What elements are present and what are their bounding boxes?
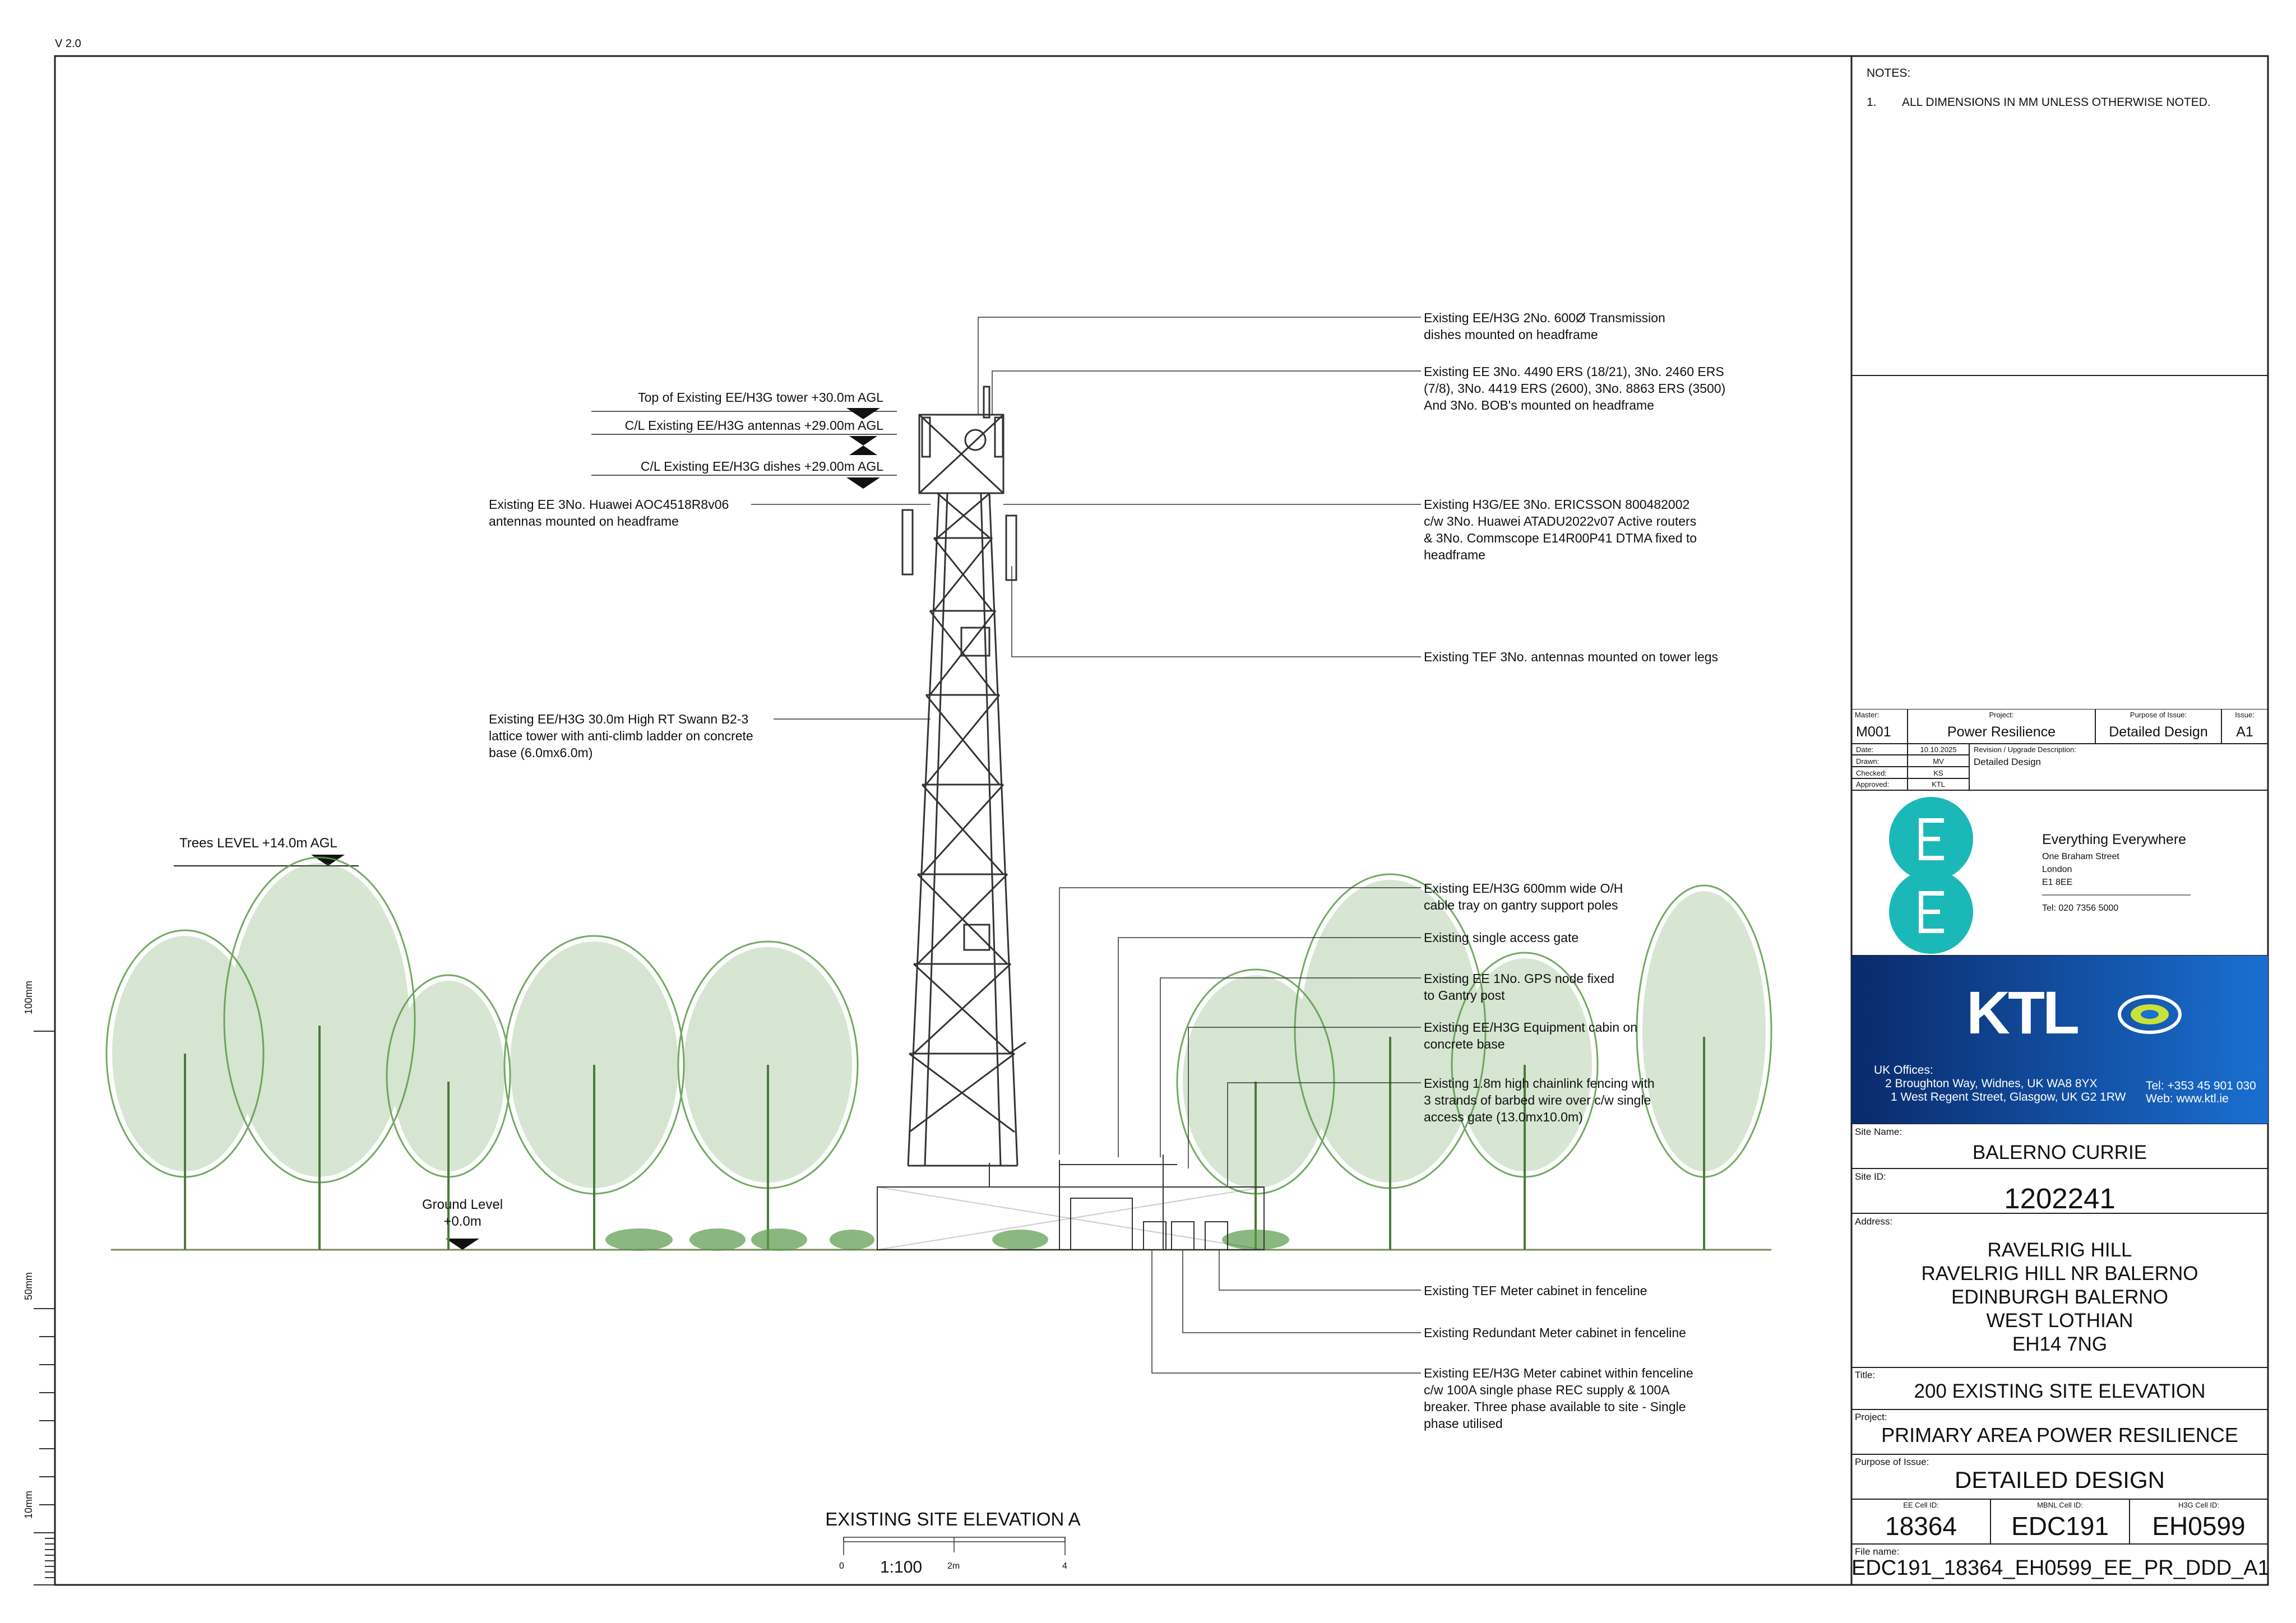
date-value: 10.10.2025 [1920, 745, 1957, 754]
site-name: BALERNO CURRIE [1972, 1142, 2147, 1163]
ee-address-3: E1 8EE [2042, 878, 2073, 887]
callout-tef-antennas: Existing TEF 3No. antennas mounted on to… [1424, 650, 1719, 664]
ee-logo [1889, 797, 1973, 954]
mbnl-cell-value: EDC191 [2011, 1511, 2109, 1541]
ruler-10mm: 10mm [23, 1490, 34, 1519]
issue-value: A1 [2236, 724, 2253, 740]
site-id-label: Site ID: [1855, 1171, 1886, 1182]
address: RAVELRIG HILL RAVELRIG HILL NR BALERNO E… [1921, 1239, 2198, 1355]
ruler-50mm: 50mm [23, 1272, 34, 1300]
checked-label: Checked: [1856, 769, 1887, 777]
ktl-swirl-icon [2118, 995, 2182, 1034]
approved-value: KTL [1932, 780, 1945, 789]
callout-cable-tray: Existing EE/H3G 600mm wide O/H cable tra… [1424, 881, 1623, 912]
master-value: M001 [1856, 724, 1891, 740]
address-label: Address: [1855, 1216, 1893, 1227]
title-label: Title: [1855, 1370, 1876, 1380]
ee-cell-label: EE Cell ID: [1903, 1501, 1939, 1509]
callout-equipment-cabin: Existing EE/H3G Equipment cabin on concr… [1424, 1020, 1637, 1051]
callout-access-gate: Existing single access gate [1424, 930, 1579, 945]
note-number: 1. [1867, 96, 1877, 109]
callout-tef-meter: Existing TEF Meter cabinet in fenceline [1424, 1283, 1647, 1298]
revision-label: Revision / Upgrade Description: [1974, 745, 2076, 754]
callout-redundant-meter: Existing Redundant Meter cabinet in fenc… [1424, 1325, 1686, 1340]
ktl-office-1: 2 Broughton Way, Widnes, UK WA8 8YX [1885, 1077, 2098, 1090]
purpose2-value: DETAILED DESIGN [1955, 1467, 2165, 1493]
ktl-banner [1851, 956, 2268, 1124]
level-tower-top: Top of Existing EE/H3G tower +30.0m AGL [638, 390, 883, 405]
callout-ers-equipment: Existing EE 3No. 4490 ERS (18/21), 3No. … [1424, 364, 1726, 412]
scalebar-0: 0 [839, 1561, 844, 1571]
ground-level-label: Ground Level [422, 1197, 503, 1212]
lattice-tower [901, 386, 1026, 1167]
ee-tel: Tel: 020 7356 5000 [2042, 903, 2119, 913]
purpose-label: Purpose of Issue: [2130, 711, 2187, 719]
notes-title: NOTES: [1867, 67, 1911, 80]
site-id: 1202241 [2004, 1183, 2116, 1214]
ee-address-1: One Braham Street [2042, 852, 2119, 861]
project2-value: PRIMARY AREA POWER RESILIENCE [1881, 1423, 2238, 1446]
scale-ratio: 1:100 [880, 1558, 923, 1576]
elevation-title: EXISTING SITE ELEVATION A [825, 1509, 1081, 1529]
h3g-cell-value: EH0599 [2152, 1511, 2246, 1541]
callout-transmission-dishes: Existing EE/H3G 2No. 600Ø Transmission d… [1424, 310, 1665, 342]
scale-bar [843, 1537, 1066, 1555]
mbnl-cell-label: MBNL Cell ID: [2037, 1501, 2083, 1509]
ktl-offices-label: UK Offices: [1874, 1064, 1933, 1077]
ee-cell-value: 18364 [1885, 1511, 1957, 1541]
date-label: Date: [1856, 745, 1874, 754]
trees-level-label: Trees LEVEL +14.0m AGL [179, 836, 337, 851]
project-value: Power Resilience [1947, 724, 2056, 740]
project-label: Project: [1989, 711, 2014, 719]
note-text: ALL DIMENSIONS IN MM UNLESS OTHERWISE NO… [1902, 96, 2211, 109]
version-label: V 2.0 [55, 38, 81, 50]
issue-label: Issue: [2235, 711, 2255, 719]
file-label: File name: [1855, 1546, 1900, 1557]
callout-huawei-antennas: Existing EE 3No. Huawei AOC4518R8v06 ant… [489, 497, 729, 528]
callout-gps-node: Existing EE 1No. GPS node fixed to Gantr… [1424, 971, 1615, 1003]
callout-chainlink-fencing: Existing 1.8m high chainlink fencing wit… [1424, 1076, 1655, 1124]
left-ruler [34, 1031, 55, 1585]
purpose2-label: Purpose of Issue: [1855, 1457, 1929, 1467]
callout-lattice-tower: Existing EE/H3G 30.0m High RT Swann B2-3… [489, 712, 753, 760]
scalebar-4: 4 [1062, 1561, 1067, 1571]
ktl-web: Web: www.ktl.ie [2146, 1092, 2229, 1105]
callout-ericsson: Existing H3G/EE 3No. ERICSSON 800482002 … [1424, 497, 1697, 562]
scalebar-2m: 2m [947, 1561, 960, 1571]
checked-value: KS [1933, 769, 1943, 777]
ruler-100mm: 100mm [23, 980, 34, 1014]
ktl-logo-text: KTL [1966, 979, 2080, 1046]
level-antennas: C/L Existing EE/H3G antennas +29.00m AGL [624, 418, 883, 433]
ground-level-marker [446, 1239, 479, 1250]
approved-label: Approved: [1856, 780, 1890, 789]
drawn-label: Drawn: [1856, 757, 1880, 766]
project2-label: Project: [1855, 1412, 1887, 1422]
ee-company: Everything Everywhere [2042, 832, 2187, 847]
compound [877, 1154, 1265, 1250]
revision-value: Detailed Design [1974, 757, 2042, 767]
sheet-border [54, 55, 2269, 1586]
drawn-value: MV [1933, 757, 1944, 766]
callout-meter-cabinet: Existing EE/H3G Meter cabinet within fen… [1424, 1366, 1693, 1431]
ground-level-value: +0.0m [443, 1214, 482, 1229]
master-label: Master: [1855, 711, 1880, 719]
level-dishes: C/L Existing EE/H3G dishes +29.00m AGL [640, 459, 883, 474]
drawing-title: 200 EXISTING SITE ELEVATION [1914, 1380, 2206, 1402]
site-name-label: Site Name: [1855, 1126, 1902, 1137]
ktl-tel: Tel: +353 45 901 030 [2146, 1079, 2256, 1092]
file-name: EDC191_18364_EH0599_EE_PR_DDD_A1 [1851, 1556, 2270, 1580]
ktl-office-2: 1 West Regent Street, Glasgow, UK G2 1RW [1891, 1091, 2126, 1103]
purpose-value: Detailed Design [2109, 724, 2208, 740]
h3g-cell-label: H3G Cell ID: [2178, 1501, 2219, 1509]
title-block: Master: M001 Project: Power Resilience P… [1851, 709, 2270, 1585]
ee-address-2: London [2042, 865, 2072, 874]
